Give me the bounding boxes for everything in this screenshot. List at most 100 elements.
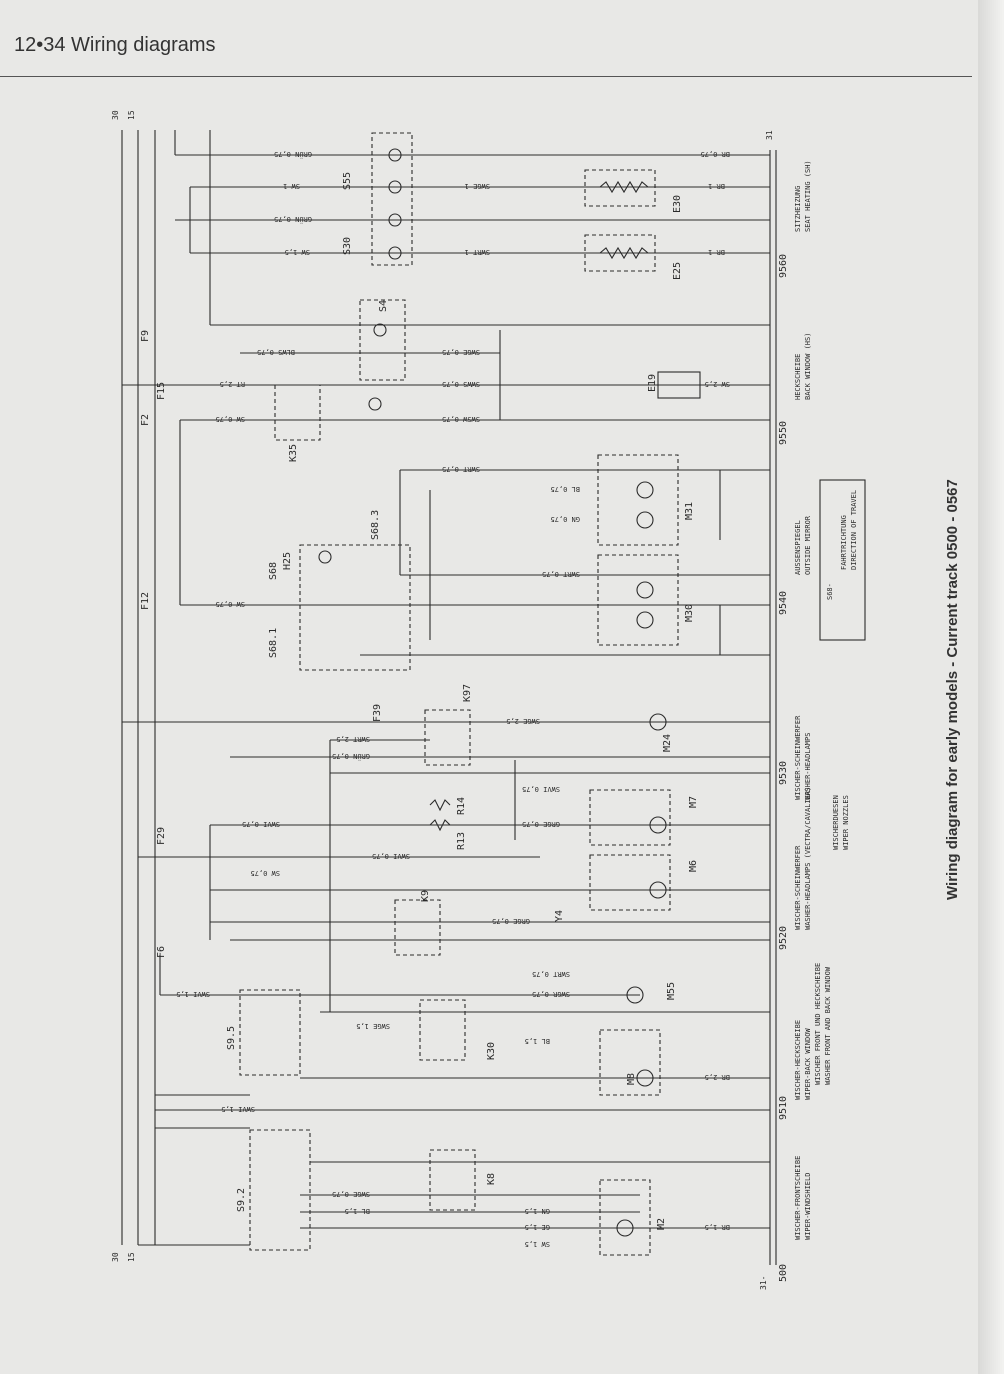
- legend-de: HECKSCHEIBE: [794, 354, 802, 400]
- legend-en: WASHER-HEADLAMPS: [804, 733, 812, 800]
- relay-k8: [429, 1149, 476, 1211]
- wire-label: SWGE 1,5: [356, 1022, 390, 1030]
- motor-icon: [636, 511, 654, 529]
- header-rule: [0, 76, 972, 77]
- component-label: H25: [282, 552, 293, 570]
- heater-e25: [584, 234, 656, 272]
- wire-label: SWVI 1,5: [221, 1105, 255, 1113]
- legend-de: WISCHERDUESEN: [832, 795, 840, 850]
- legend-en: OUTSIDE MIRROR: [804, 515, 812, 575]
- relay-k9: [394, 899, 441, 956]
- wire-label: SWRT 0,75: [442, 465, 480, 473]
- heater-element-icon: [599, 180, 649, 194]
- component-label: F9: [140, 330, 151, 342]
- wire-label: SW 1,5: [285, 248, 310, 256]
- component-labels: S55 S30 S4 E30 E25 E19 K35 F15 F9 F2 F12…: [140, 172, 699, 1230]
- component-label: S68.1: [268, 628, 279, 658]
- component-label: E25: [672, 262, 683, 280]
- motor-icon: [616, 1219, 634, 1237]
- wire-label: GRGE 0,75: [492, 917, 530, 925]
- track-number-labels: 500 9510 9520 9530 9540 9550 9560: [778, 254, 789, 1282]
- wire-label: SW 0,75: [250, 869, 280, 877]
- legend-de: WISCHER-SCHEINWERFER: [794, 845, 802, 930]
- wire-label: SW 0,75: [215, 415, 245, 423]
- component-label: F15: [156, 382, 167, 400]
- wire-label: SWRT 0,75: [542, 570, 580, 578]
- component-label: K97: [462, 684, 473, 702]
- component-label: S55: [342, 172, 353, 190]
- rail-label-15: 15: [127, 110, 136, 120]
- wire-label: BR 1,5: [705, 1223, 730, 1231]
- legend-en: WIPER-BACK WINDOW: [804, 1028, 812, 1100]
- wire-label: BR 1: [708, 182, 725, 190]
- wire-label: SWGE 0,75: [332, 1190, 370, 1198]
- component-label: M31: [684, 502, 695, 520]
- lamp-icon: [388, 213, 402, 227]
- wire-label: GRGE 0,75: [522, 820, 560, 828]
- wire-set: [122, 154, 770, 1246]
- legend-de: SITZHEIZUNG: [794, 186, 802, 232]
- motor-icon: [649, 713, 667, 731]
- wire-label: RT 2,5: [220, 380, 245, 388]
- component-label: K9: [420, 890, 431, 902]
- rail-label-30-bottom: 30: [111, 1252, 120, 1262]
- component-label: S9.2: [236, 1188, 247, 1212]
- wire-label: SWWS 0,75: [442, 380, 480, 388]
- component-label: F2: [140, 414, 151, 426]
- rail-labels: 30 15 30 15 31 31-: [111, 110, 774, 1290]
- motor-icon: [626, 986, 644, 1004]
- lamp-icon: [388, 180, 402, 194]
- legend-de: WISCHER-HECKSCHEIBE: [794, 1020, 802, 1100]
- track-number: 9520: [778, 926, 789, 950]
- wire-label: SWRT 0,75: [532, 970, 570, 978]
- travel-box-label: S68-: [826, 583, 834, 600]
- legend-de: WISCHER-SCHEINWERFER: [794, 715, 802, 800]
- component-label: F12: [140, 592, 151, 610]
- wire-label: SWGE 0,75: [442, 348, 480, 356]
- legend-de: AUSSENSPIEGEL: [794, 520, 802, 575]
- wire-label: GE 1,5: [525, 1223, 550, 1231]
- wire-label: SWGE 2,5: [506, 717, 540, 725]
- wire-label: SWVI 1,5: [176, 990, 210, 998]
- track-number: 9540: [778, 591, 789, 615]
- direction-of-travel-box: [819, 479, 866, 641]
- motor-m6: [589, 854, 671, 911]
- component-label: F39: [372, 704, 383, 722]
- motor-m2: [599, 1179, 651, 1256]
- wire-label: SWVI 0,75: [372, 852, 410, 860]
- rail-label-30: 30: [111, 110, 120, 120]
- switch-s55-s30: [371, 132, 413, 266]
- wire-label: SW 0,75: [215, 600, 245, 608]
- connector-set: [154, 130, 721, 1245]
- component-label: K8: [486, 1173, 497, 1185]
- component-label: S9.5: [226, 1026, 237, 1050]
- component-label: M7: [688, 796, 699, 808]
- resistor-icon: [429, 799, 451, 812]
- component-label: F6: [156, 946, 167, 958]
- wire-label: BR 2,5: [705, 1073, 730, 1081]
- legend-en: WIPER-WINDSHIELD: [804, 1173, 812, 1240]
- switch-s9-2: [249, 1129, 311, 1251]
- motor-icon: [649, 816, 667, 834]
- wire-label: SWVI 0,75: [242, 820, 280, 828]
- motor-icon: [636, 481, 654, 499]
- component-label: F29: [156, 827, 167, 845]
- direction-of-travel: S68- FAHRTRICHTUNG DIRECTION OF TRAVEL: [826, 490, 858, 600]
- legend-de: WISCHER-FRONTSCHEIBE: [794, 1156, 802, 1240]
- component-label: M2: [656, 1218, 667, 1230]
- motor-symbols: [318, 148, 667, 1237]
- lamp-icon: [373, 323, 387, 337]
- component-label: M6: [688, 860, 699, 872]
- relay-k35: [274, 384, 321, 441]
- relay-k30: [419, 999, 466, 1061]
- component-boxes: [239, 132, 866, 1256]
- component-label: S30: [342, 237, 353, 255]
- wire-label: BR 1: [708, 248, 725, 256]
- lamp-icon: [388, 246, 402, 260]
- legend-en: WASHER FRONT AND BACK WINDOW: [824, 966, 832, 1085]
- legend-en: BACK WINDOW (HS): [804, 333, 812, 400]
- motor-m8: [599, 1029, 661, 1096]
- component-label: S68: [268, 562, 279, 580]
- ground-label-bottom: 31-: [759, 1276, 768, 1290]
